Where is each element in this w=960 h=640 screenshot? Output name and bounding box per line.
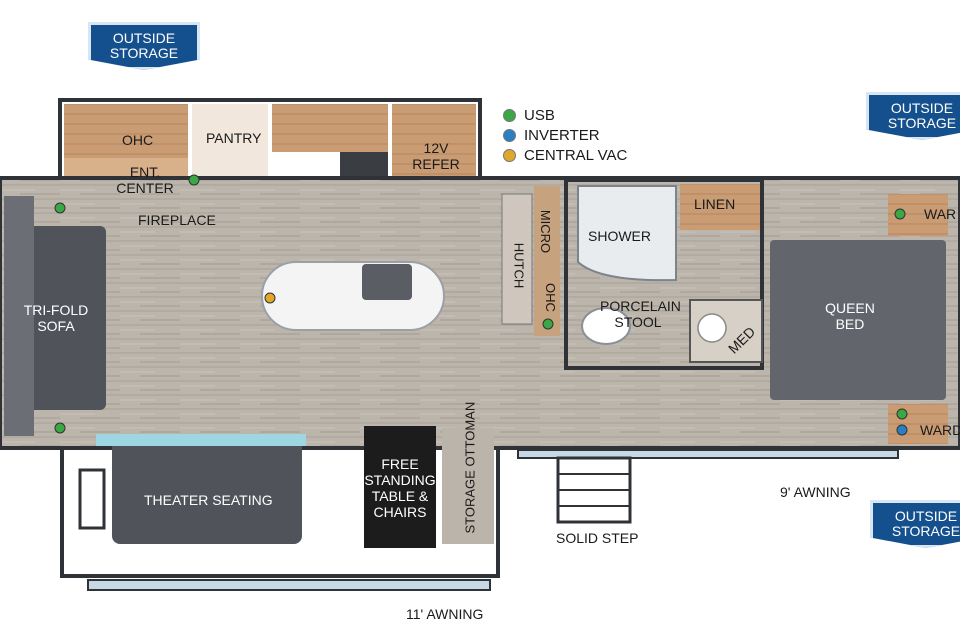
label-ohc-right: OHC [542, 283, 558, 312]
label-awning-11: 11' AWNING [406, 606, 484, 622]
outside-storage-badge-top-right: OUTSIDE STORAGE [866, 92, 960, 140]
hutch-shape [501, 193, 533, 325]
table-shape [364, 426, 436, 548]
usb-dot [542, 318, 554, 330]
queen-bed-shape [770, 240, 946, 400]
tv-frame [78, 468, 106, 530]
ohc-cabinet-left [64, 104, 188, 158]
theater-glow [96, 434, 306, 446]
label-pantry: PANTRY [206, 130, 262, 146]
usb-dot [896, 408, 908, 420]
kitchen-island [261, 261, 445, 331]
legend-central-vac: CENTRAL VAC [503, 146, 627, 164]
label-linen: LINEN [694, 196, 736, 212]
usb-dot [54, 422, 66, 434]
label-awning-9: 9' AWNING [780, 484, 851, 500]
label-theater: THEATER SEATING [144, 492, 273, 508]
label-ward-bottom: WARD [920, 422, 960, 438]
label-solid-step: SOLID STEP [556, 530, 639, 546]
legend-usb: USB [503, 106, 555, 124]
label-ward-top: WAR [924, 206, 957, 222]
awning-11-bar [87, 579, 491, 591]
stool-shape [581, 307, 631, 345]
label-table: FREE STANDING TABLE & CHAIRS [364, 456, 436, 520]
usb-legend-icon [503, 108, 516, 122]
shower-shape [577, 185, 677, 282]
legend-label: USB [524, 106, 555, 124]
usb-dot [54, 202, 66, 214]
legend-label: CENTRAL VAC [524, 146, 628, 164]
theater-shape [112, 440, 302, 544]
vac-dot [264, 292, 276, 304]
outside-storage-badge-top-left: OUTSIDE STORAGE [88, 22, 200, 70]
island-sink [362, 264, 412, 300]
vac-legend-icon [503, 148, 516, 162]
usb-dot [188, 174, 200, 186]
label-refer: 12V REFER [412, 140, 460, 172]
awning-9-bar [517, 449, 899, 459]
label-ent-center: ENT. CENTER [116, 164, 174, 196]
kitchen-counter [272, 104, 388, 152]
label-hutch: HUTCH [511, 242, 527, 289]
label-stool: PORCELAIN STOOL [600, 298, 681, 330]
ottoman-shape [442, 428, 494, 544]
label-shower: SHOWER [588, 228, 651, 244]
vanity-sink [697, 313, 727, 343]
label-fireplace: FIREPLACE [138, 212, 216, 228]
usb-dot [894, 208, 906, 220]
linen-cabinet [680, 184, 760, 230]
legend-label: INVERTER [524, 126, 600, 144]
label-queen-bed: QUEEN BED [825, 300, 875, 332]
micro-shape [534, 186, 560, 336]
inverter-dot [896, 424, 908, 436]
label-sofa: TRI-FOLD SOFA [23, 302, 89, 334]
sofa-back [4, 196, 34, 436]
legend-inverter: INVERTER [503, 126, 600, 144]
label-ottoman: STORAGE OTTOMAN [462, 401, 478, 534]
label-ohc-left: OHC [122, 132, 154, 148]
refer-cabinet [392, 104, 476, 190]
bathroom [564, 178, 764, 370]
inverter-legend-icon [503, 128, 516, 142]
label-micro: MICRO [538, 209, 554, 254]
